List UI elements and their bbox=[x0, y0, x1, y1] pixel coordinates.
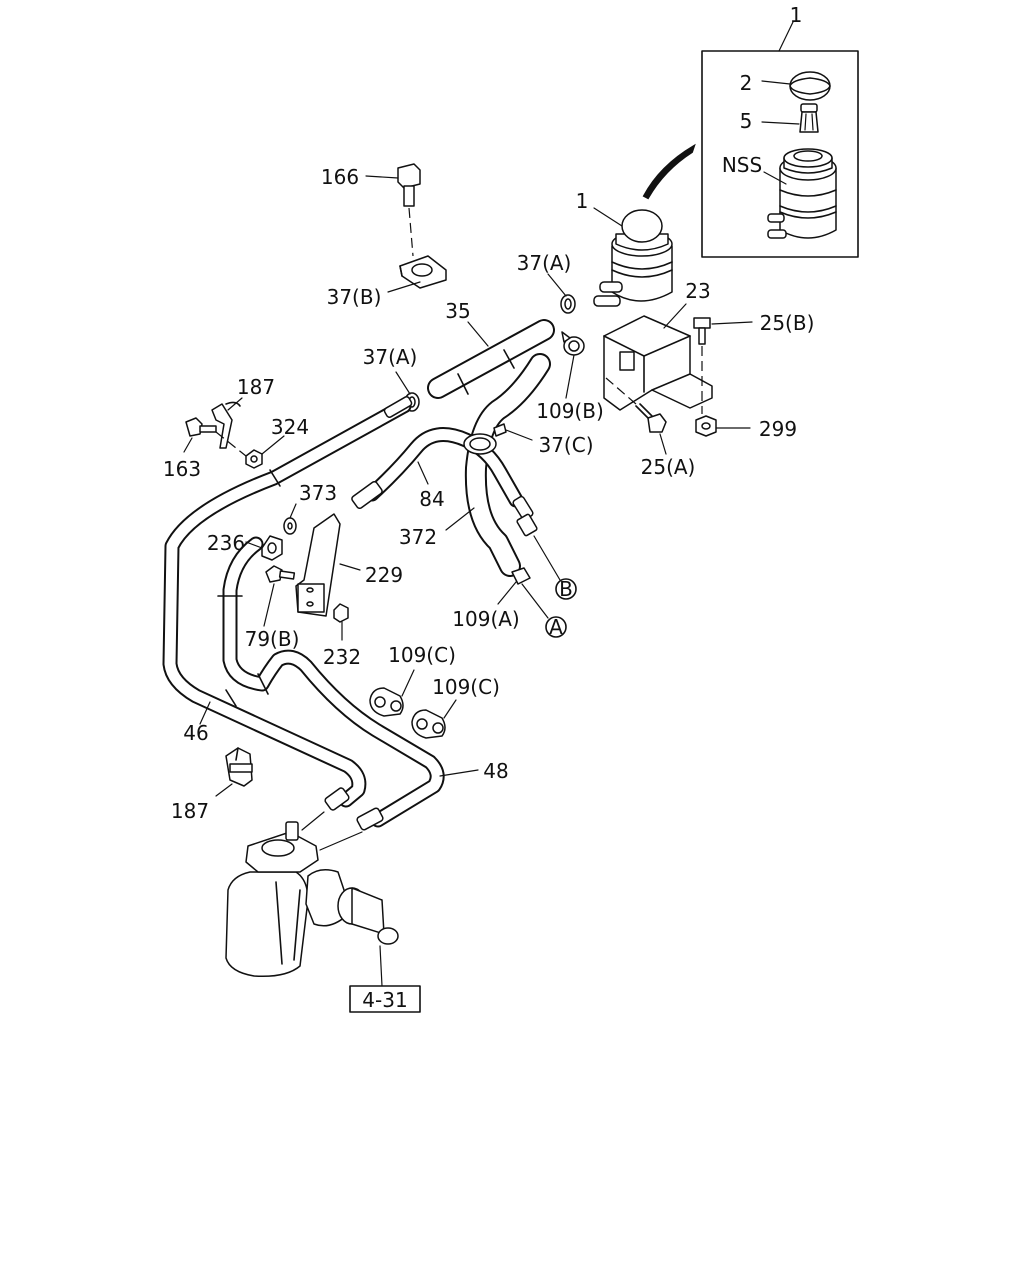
reservoir-main bbox=[593, 209, 673, 307]
reservoir-strainer bbox=[799, 103, 819, 133]
clip-37b bbox=[399, 255, 447, 289]
callout-46: 46 bbox=[183, 721, 208, 745]
callout-109c-1: 109(C) bbox=[388, 643, 456, 667]
callout-84: 84 bbox=[419, 487, 444, 511]
pipe-fittings-gear bbox=[324, 787, 384, 831]
bolt-25b bbox=[693, 317, 711, 345]
callout-1-top: 1 bbox=[790, 3, 803, 27]
callout-187-top: 187 bbox=[237, 375, 275, 399]
clamp-109a bbox=[511, 567, 531, 585]
reservoir-bracket bbox=[603, 315, 713, 411]
hose-35 bbox=[427, 319, 555, 399]
callout-109a: 109(A) bbox=[452, 607, 519, 631]
callout-109b: 109(B) bbox=[536, 399, 604, 423]
connector-marker-b: B bbox=[555, 577, 577, 601]
reservoir-cap bbox=[789, 71, 831, 101]
steering-gear bbox=[225, 821, 399, 978]
reservoir-body-inset bbox=[767, 148, 837, 239]
callout-48: 48 bbox=[483, 759, 508, 783]
callout-187-bottom: 187 bbox=[171, 799, 209, 823]
hose-84 bbox=[351, 427, 538, 537]
marker-a-text: A bbox=[549, 615, 563, 639]
nut-232 bbox=[333, 603, 349, 623]
clamp-109c-1 bbox=[369, 687, 404, 717]
clamp-187-bottom bbox=[225, 747, 253, 787]
callout-373: 373 bbox=[299, 481, 337, 505]
bolt-163 bbox=[185, 417, 217, 437]
detail-pointer-arrow bbox=[642, 143, 696, 200]
callout-236: 236 bbox=[207, 531, 245, 555]
callout-25a: 25(A) bbox=[641, 455, 696, 479]
marker-b-text: B bbox=[559, 577, 573, 601]
reference-box bbox=[349, 985, 421, 1013]
clamp-109b bbox=[561, 331, 585, 356]
bolt-25a bbox=[635, 403, 667, 433]
washer-373 bbox=[283, 517, 297, 535]
pipe-48 bbox=[217, 536, 445, 828]
callout-nss: NSS bbox=[722, 153, 762, 177]
callout-37c: 37(C) bbox=[538, 433, 593, 457]
callout-37a-top: 37(A) bbox=[517, 251, 572, 275]
callout-372: 372 bbox=[399, 525, 437, 549]
callout-37a-mid: 37(A) bbox=[363, 345, 418, 369]
reference-box-label: 4-31 bbox=[362, 988, 407, 1012]
callout-1-reservoir: 1 bbox=[576, 189, 589, 213]
callout-2: 2 bbox=[740, 71, 753, 95]
callout-299: 299 bbox=[759, 417, 797, 441]
callout-166: 166 bbox=[321, 165, 359, 189]
callout-37b: 37(B) bbox=[327, 285, 382, 309]
bolt-79b bbox=[265, 565, 296, 583]
callout-23: 23 bbox=[685, 279, 710, 303]
pipe-46 bbox=[162, 396, 413, 808]
callout-25b: 25(B) bbox=[760, 311, 815, 335]
callout-229: 229 bbox=[365, 563, 403, 587]
callout-79b: 79(B) bbox=[245, 627, 300, 651]
clamp-109c-2 bbox=[411, 709, 446, 739]
callout-163: 163 bbox=[163, 457, 201, 481]
inset-detail-box bbox=[701, 21, 859, 258]
hose-372 bbox=[464, 353, 551, 577]
callout-109c-2: 109(C) bbox=[432, 675, 500, 699]
clamp-187-top bbox=[211, 401, 241, 449]
nut-324 bbox=[245, 449, 263, 469]
connector-marker-a: A bbox=[545, 615, 567, 639]
nut-236 bbox=[261, 535, 283, 561]
callout-5: 5 bbox=[740, 109, 753, 133]
callout-232: 232 bbox=[323, 645, 361, 669]
bracket-229 bbox=[295, 513, 341, 617]
clamp-37a-top bbox=[560, 294, 576, 314]
callout-324: 324 bbox=[271, 415, 309, 439]
bolt-166 bbox=[397, 163, 421, 207]
callout-35: 35 bbox=[445, 299, 470, 323]
clamp-37c bbox=[463, 423, 507, 455]
nut-299 bbox=[695, 415, 717, 437]
